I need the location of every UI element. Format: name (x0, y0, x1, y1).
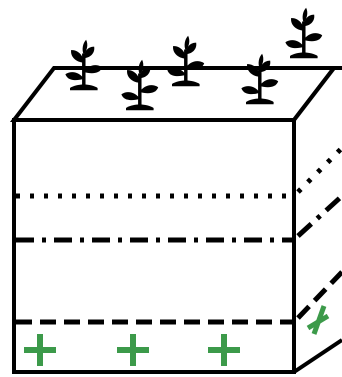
side-face (294, 68, 342, 377)
plant-5 (285, 8, 322, 59)
top-face (14, 68, 334, 120)
front-face (14, 120, 294, 372)
